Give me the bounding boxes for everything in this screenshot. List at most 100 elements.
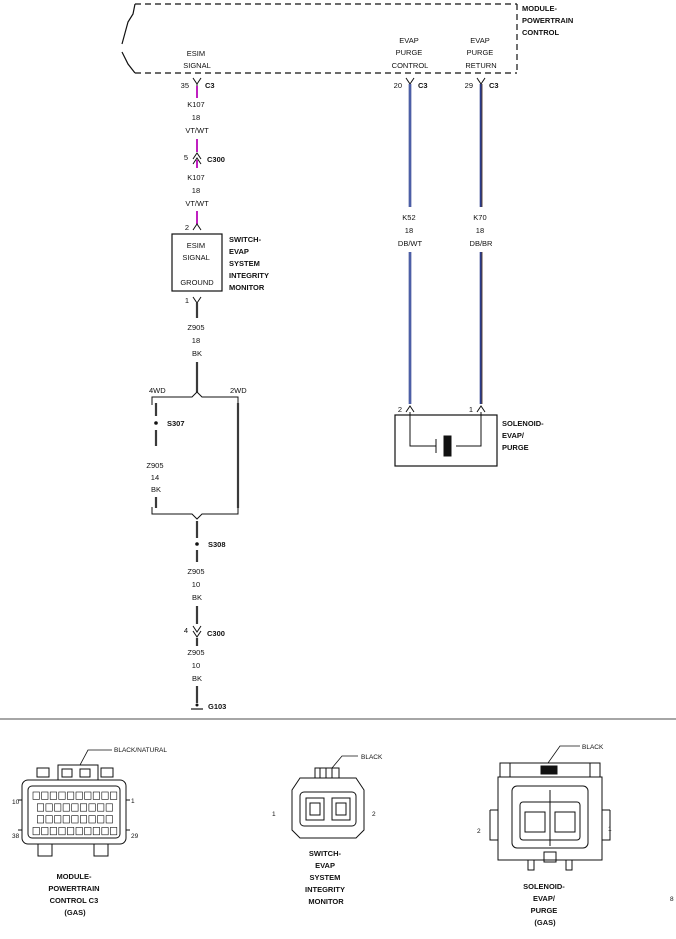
pin-35-number: 35 <box>181 81 189 90</box>
pcm-cavity <box>88 815 96 824</box>
pcm-c3-connector-view <box>18 764 130 857</box>
esim-pin-1: 1 <box>185 296 189 305</box>
pcm-cavity <box>58 827 66 836</box>
pcm-label: MODULE- POWERTRAIN CONTROL <box>522 4 575 37</box>
esim-pin-1-connector <box>192 296 202 304</box>
pcm-cavity-10: 10 <box>12 799 20 806</box>
pcm-cavity <box>49 791 57 800</box>
pcm-cavity <box>62 815 70 824</box>
branch-4wd-label: 4WD <box>149 386 166 395</box>
esim-component-name: SWITCH- EVAP SYSTEM INTEGRITY MONITOR <box>229 235 271 292</box>
pcm-cavity <box>97 803 105 812</box>
pcm-cavity-29: 29 <box>131 833 139 840</box>
solenoid-pin-2-connector <box>405 405 415 413</box>
pcm-cavity <box>71 815 79 824</box>
wire-k70: K70 18 DB/BR <box>470 213 494 248</box>
esim-pin-2: 2 <box>185 223 189 232</box>
pcm-cavity <box>75 791 83 800</box>
pcm-cavity <box>71 803 79 812</box>
pcm-connector-caption: MODULE- POWERTRAIN CONTROL C3 (GAS) <box>48 872 101 917</box>
c300-upper-pin: 5 <box>184 153 188 162</box>
esim-signal-pin-label: ESIM SIGNAL <box>183 49 211 70</box>
pcm-cavity <box>75 827 83 836</box>
corner-page-mark: 8 <box>670 896 674 903</box>
pcm-cavity <box>97 815 105 824</box>
esim-switch-box <box>171 233 223 292</box>
c300-upper-name: C300 <box>207 155 225 164</box>
wire-z905-18: Z905 18 BK <box>187 323 206 358</box>
c300-lower-name: C300 <box>207 629 225 638</box>
option-branch-bracket <box>151 391 239 520</box>
pcm-cavity <box>92 791 100 800</box>
solenoid-connector-caption: SOLENOID- EVAP/ PURGE (GAS) <box>523 882 567 927</box>
pcm-cavity <box>41 791 49 800</box>
pcm-cavity <box>54 803 62 812</box>
pcm-cavity <box>49 827 57 836</box>
esim-color-leader <box>331 755 358 769</box>
solenoid-pin-1-connector <box>476 405 486 413</box>
c300-upper-connector <box>192 152 202 165</box>
pcm-cavity <box>62 803 70 812</box>
esim-box-label: ESIM SIGNAL GROUND <box>180 241 214 287</box>
splice-s307-label: S307 <box>167 419 185 428</box>
pcm-cavity <box>105 815 113 824</box>
pcm-cavity <box>32 827 40 836</box>
pcm-cavity <box>58 791 66 800</box>
ground-g103-label: G103 <box>208 702 226 711</box>
solenoid-pin-1: 1 <box>469 405 473 414</box>
splice-s307-dot <box>154 421 158 425</box>
pcm-cavity <box>36 815 44 824</box>
wire-k107-upper: K107 18 VT/WT <box>185 100 209 135</box>
solenoid-cavity-2: 2 <box>477 828 481 835</box>
pcm-cavity <box>80 803 88 812</box>
k70-wire-upper <box>479 84 483 207</box>
pcm-cavity <box>110 827 118 836</box>
pcm-cavity <box>105 803 113 812</box>
pcm-cavity <box>45 803 53 812</box>
pcm-cavity <box>101 827 109 836</box>
pcm-cavity <box>88 803 96 812</box>
purge-control-pin-label: EVAP PURGE CONTROL <box>392 36 429 70</box>
branch-2wd-label: 2WD <box>230 386 247 395</box>
wire-z905-10-upper: Z905 10 BK <box>187 567 206 602</box>
c300-lower-connector <box>192 625 202 638</box>
pin-29-conn: C3 <box>489 81 499 90</box>
solenoid-connector-color: BLACK <box>582 744 604 751</box>
wire-z905-14: Z905 14 BK <box>146 461 165 494</box>
pin-29-number: 29 <box>465 81 473 90</box>
solenoid-pin-2: 2 <box>398 405 402 414</box>
esim-connector-color: BLACK <box>361 754 383 761</box>
solenoid-cavity-1: 1 <box>608 826 612 833</box>
ground-g103-symbol <box>191 703 203 710</box>
pcm-cavity-38: 38 <box>12 833 20 840</box>
wire-z905-10-lower: Z905 10 BK <box>187 648 206 683</box>
wire-k52: K52 18 DB/WT <box>398 213 423 248</box>
pcm-cavity <box>41 827 49 836</box>
esim-pin-2-connector <box>192 223 202 231</box>
pcm-pin-20-connector <box>405 77 415 85</box>
pin-20-number: 20 <box>394 81 402 90</box>
pin-20-conn: C3 <box>418 81 428 90</box>
pcm-cavity <box>32 791 40 800</box>
c300-lower-pin: 4 <box>184 626 188 635</box>
pcm-cavity-1: 1 <box>131 798 135 805</box>
esim-connector-view <box>291 767 365 839</box>
pcm-cavity <box>54 815 62 824</box>
pcm-connector-color: BLACK/NATURAL <box>114 747 167 754</box>
pcm-pin-29-connector <box>476 77 486 85</box>
pcm-cavity <box>101 791 109 800</box>
pcm-c3-cavity-grid <box>32 791 118 836</box>
esim-connector-caption: SWITCH- EVAP SYSTEM INTEGRITY MONITOR <box>305 849 347 906</box>
pcm-cavity <box>67 827 75 836</box>
pcm-color-leader <box>79 749 112 766</box>
solenoid-color-leader <box>547 745 580 764</box>
pcm-cavity <box>67 791 75 800</box>
solenoid-component-name: SOLENOID- EVAP/ PURGE <box>502 419 546 452</box>
pcm-module-outline <box>121 3 518 74</box>
pin-35-conn: C3 <box>205 81 215 90</box>
splice-s308-label: S308 <box>208 540 226 549</box>
solenoid-connector-view <box>489 762 611 871</box>
esim-cavity-2: 2 <box>372 811 376 818</box>
k70-wire-lower <box>479 252 483 404</box>
purge-return-pin-label: EVAP PURGE RETURN <box>465 36 496 70</box>
